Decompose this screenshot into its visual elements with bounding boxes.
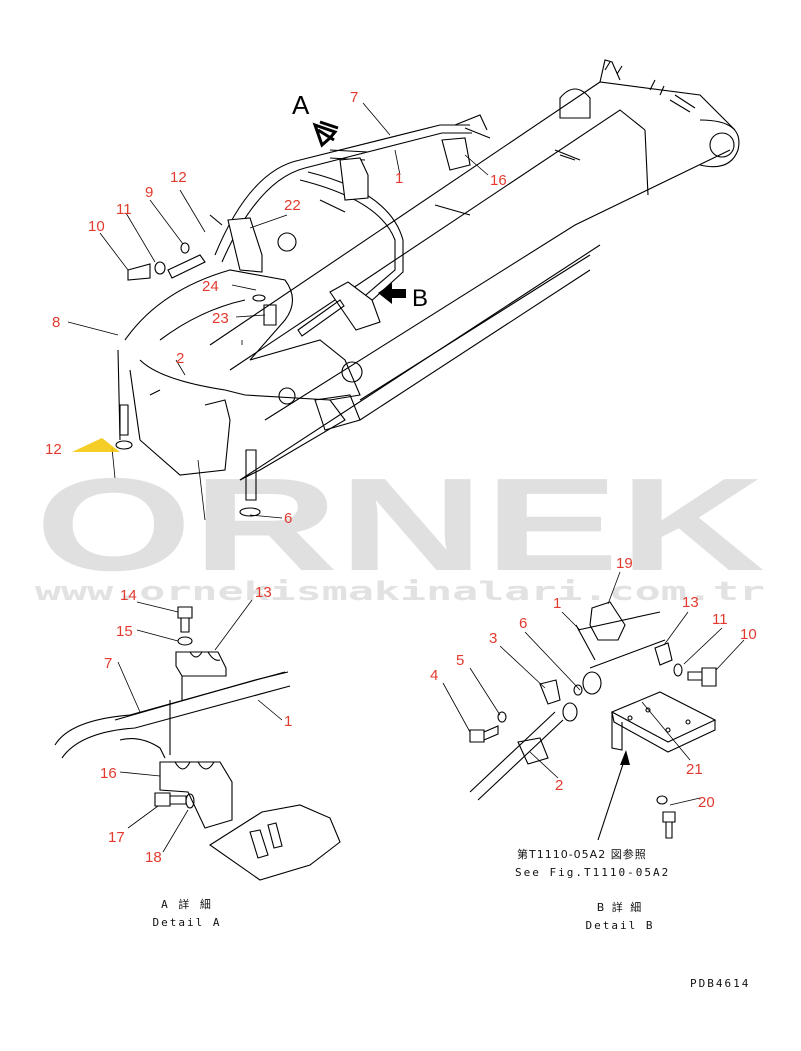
callout-7: 7 <box>350 89 358 106</box>
callout-24: 24 <box>202 278 219 295</box>
detail-a-callouts: 14 13 15 7 1 16 17 18 <box>100 584 292 866</box>
watermark-logo: ORNEK <box>35 451 765 598</box>
reference-en: See Fig.T1110-05A2 <box>515 866 670 879</box>
callout-12: 12 <box>170 169 187 186</box>
callout-b-1: 1 <box>553 595 561 612</box>
callout-b-3: 3 <box>489 630 497 647</box>
detail-b-en: Detail B <box>586 919 655 932</box>
view-label-b: B <box>412 285 428 312</box>
callout-b-10: 10 <box>740 626 757 643</box>
drawing-code: PDB4614 <box>690 977 750 990</box>
callout-2: 2 <box>176 350 184 367</box>
view-label-a: A <box>292 90 310 120</box>
watermark: ORNEK www.ornekismakinalari.com.tr <box>35 451 765 607</box>
callout-10: 10 <box>88 218 105 235</box>
detail-b-caption: B 詳 細 Detail B <box>586 900 655 932</box>
callout-16: 16 <box>490 172 507 189</box>
callout-b-5: 5 <box>456 652 464 669</box>
boom-assembly-drawing <box>67 59 740 521</box>
callout-11: 11 <box>116 201 132 218</box>
callout-b-4: 4 <box>430 667 438 684</box>
callout-22: 22 <box>284 197 301 214</box>
detail-a-en: Detail A <box>153 916 222 929</box>
callout-a-13: 13 <box>255 584 272 601</box>
callout-b-6: 6 <box>519 615 527 632</box>
callout-12-lower: 12 <box>45 441 62 458</box>
callout-b-11: 11 <box>712 611 728 628</box>
detail-a-caption: A 詳 細 Detail A <box>153 897 222 929</box>
callout-9: 9 <box>145 184 153 201</box>
detail-b-callouts: 19 1 13 11 10 6 3 5 4 2 21 20 <box>430 555 757 811</box>
callout-b-13: 13 <box>682 594 699 611</box>
callout-a-7: 7 <box>104 655 112 672</box>
callout-a-16: 16 <box>100 765 117 782</box>
detail-b-drawing <box>442 571 745 841</box>
callout-a-14: 14 <box>120 587 137 604</box>
callout-b-19: 19 <box>616 555 633 572</box>
detail-b-jp: B 詳 細 <box>597 900 644 914</box>
watermark-url: www.ornekismakinalari.com.tr <box>35 577 765 607</box>
callout-23: 23 <box>212 310 229 327</box>
callout-6: 6 <box>284 510 292 527</box>
detail-a-drawing <box>54 599 341 881</box>
callout-a-15: 15 <box>116 623 133 640</box>
callout-b-21: 21 <box>686 761 703 778</box>
view-arrow-a: A <box>292 90 339 148</box>
view-arrow-b: B <box>378 283 428 312</box>
callout-a-1: 1 <box>284 713 292 730</box>
callout-a-17: 17 <box>108 829 125 846</box>
detail-a-jp: A 詳 細 <box>161 897 213 911</box>
callout-b-20: 20 <box>698 794 715 811</box>
callout-b-2: 2 <box>555 777 563 794</box>
callout-8: 8 <box>52 314 60 331</box>
callout-a-18: 18 <box>145 849 162 866</box>
callout-1: 1 <box>395 170 403 187</box>
main-callouts: 7 1 16 22 12 9 11 10 24 23 8 2 12 6 <box>45 89 507 527</box>
reference-jp: 第T1110-05A2 図参照 <box>517 847 647 861</box>
highlight-marker <box>72 438 120 452</box>
reference-note: 第T1110-05A2 図参照 See Fig.T1110-05A2 <box>515 847 670 879</box>
